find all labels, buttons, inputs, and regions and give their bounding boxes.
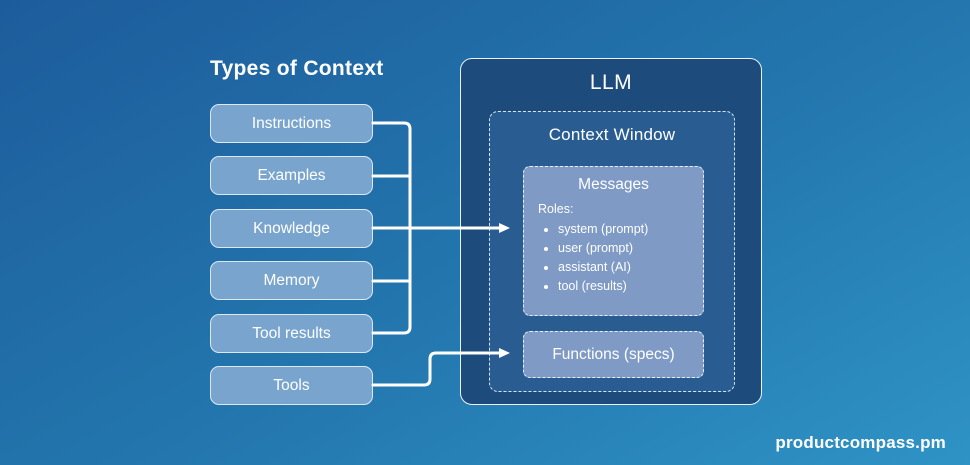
role-item-user: user (prompt) xyxy=(558,239,703,258)
messages-box: Messages Roles: system (prompt) user (pr… xyxy=(523,166,704,316)
role-item-system: system (prompt) xyxy=(558,220,703,239)
context-type-knowledge: Knowledge xyxy=(210,209,373,248)
roles-list: system (prompt) user (prompt) assistant … xyxy=(524,220,703,296)
page-title: Types of Context xyxy=(210,57,384,80)
context-type-examples: Examples xyxy=(210,156,373,195)
trunk-connector xyxy=(371,121,412,335)
role-item-tool: tool (results) xyxy=(558,277,703,296)
context-type-instructions: Instructions xyxy=(210,104,373,143)
llm-title: LLM xyxy=(589,71,633,94)
context-window: Context Window Messages Roles: system (p… xyxy=(489,111,735,392)
functions-box: Functions (specs) xyxy=(523,331,704,378)
role-item-assistant: assistant (AI) xyxy=(558,258,703,277)
context-window-title: Context Window xyxy=(548,125,676,144)
context-type-tool-results: Tool results xyxy=(210,314,373,353)
llm-container: LLM Context Window Messages Roles: syste… xyxy=(460,58,762,405)
roles-label: Roles: xyxy=(538,202,574,216)
context-type-tools: Tools xyxy=(210,366,373,405)
messages-title: Messages xyxy=(578,176,649,193)
watermark: productcompass.pm xyxy=(775,433,946,452)
context-type-memory: Memory xyxy=(210,261,373,300)
